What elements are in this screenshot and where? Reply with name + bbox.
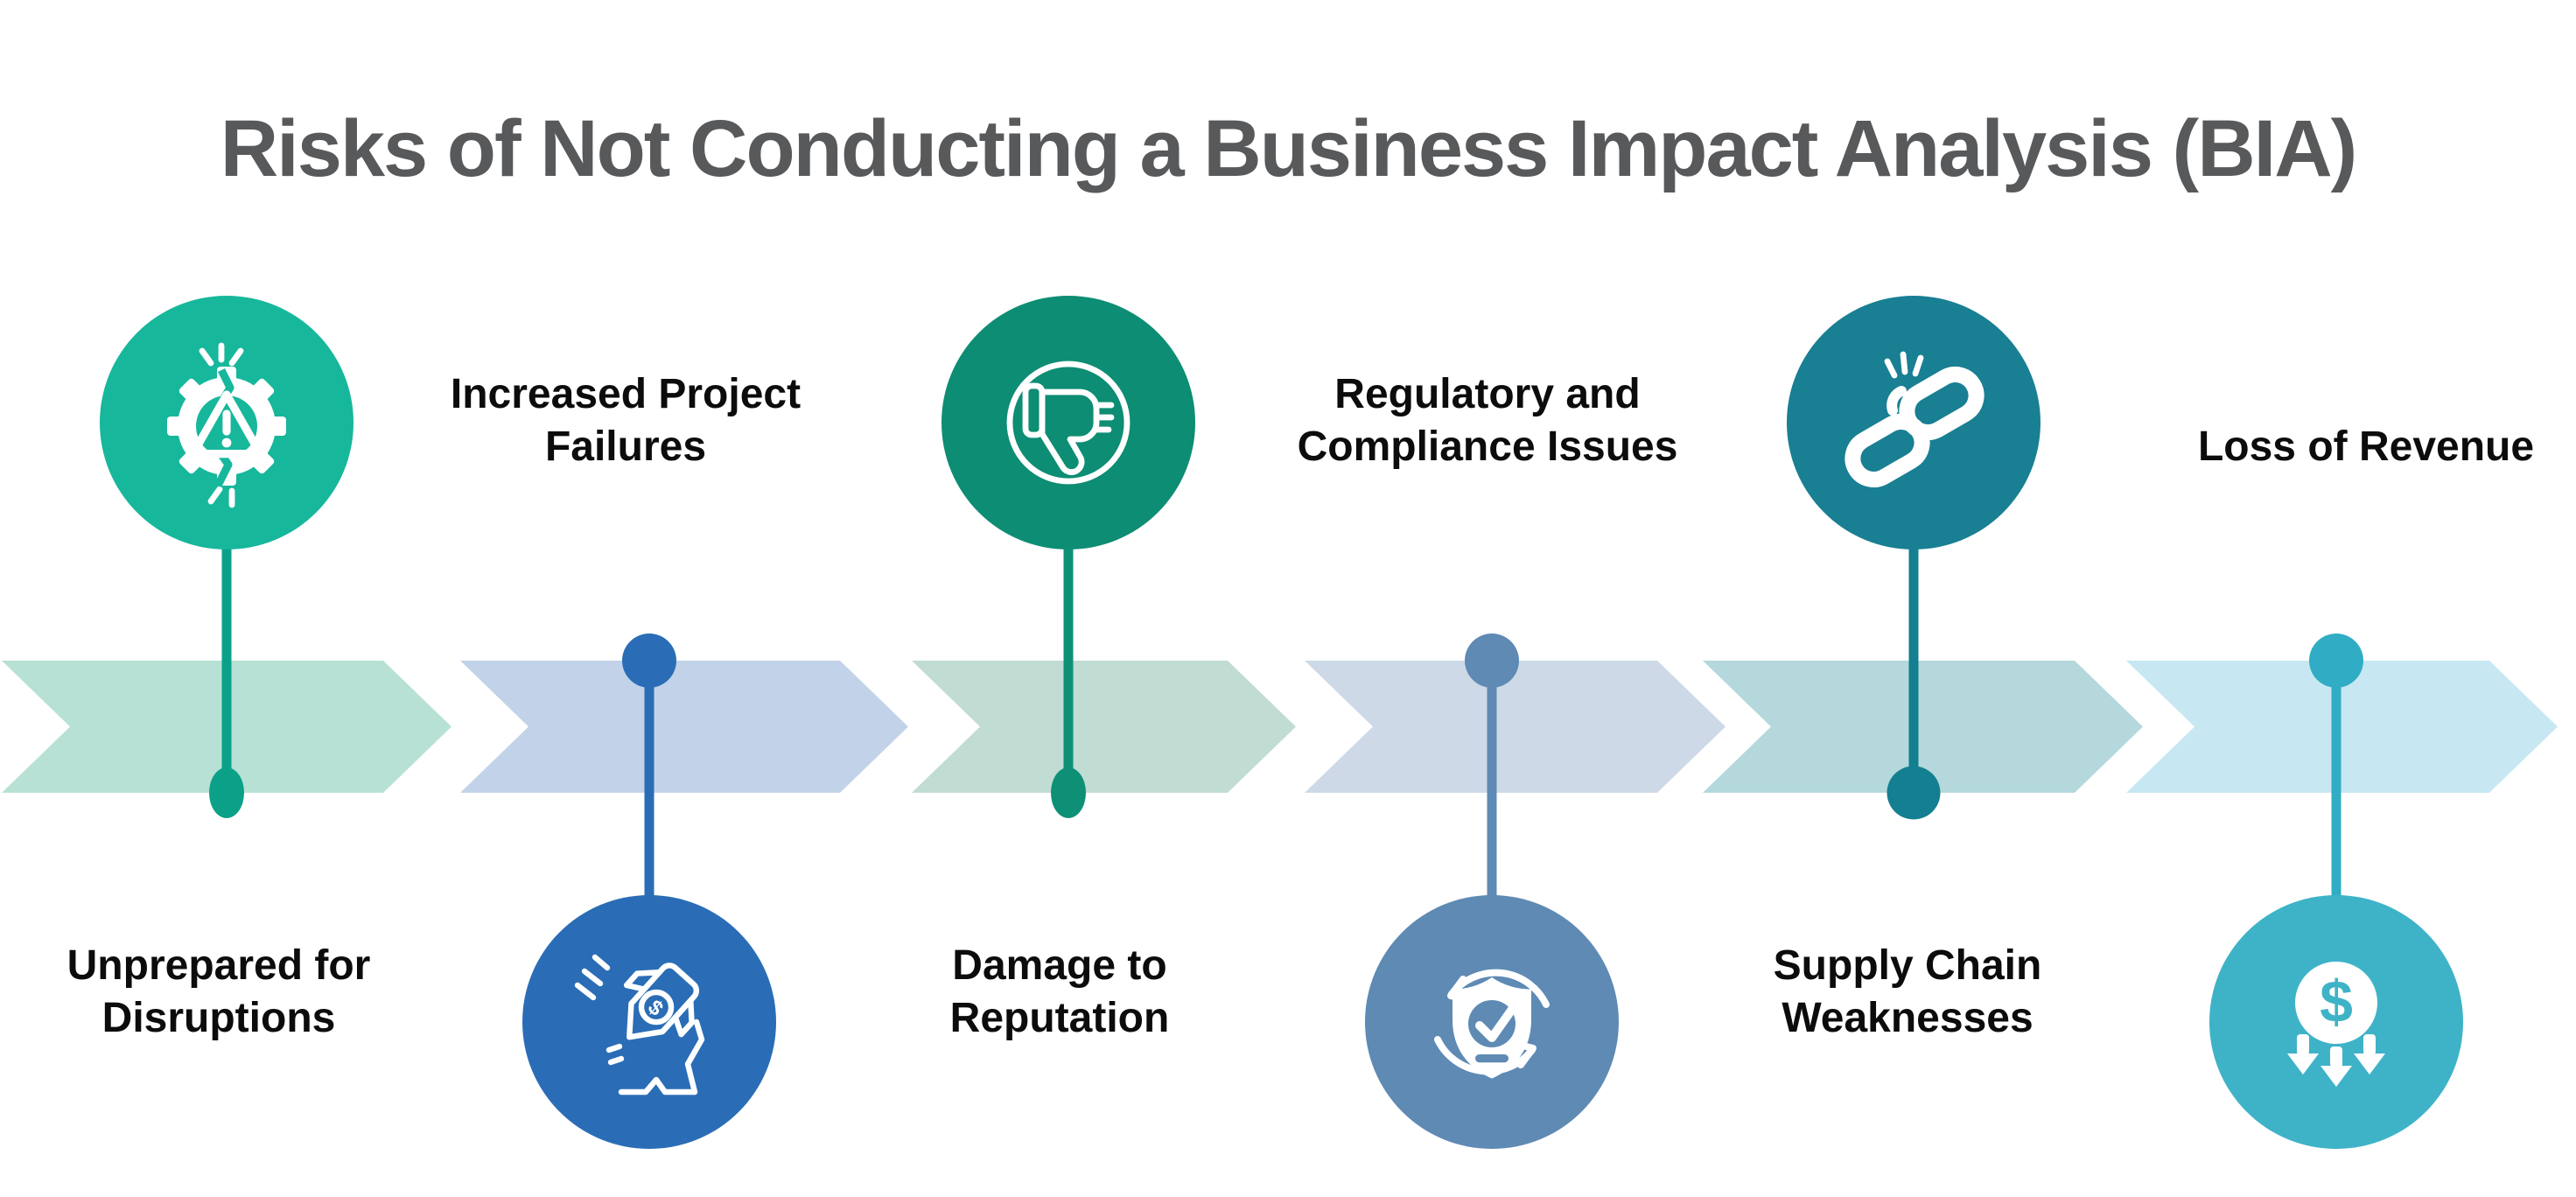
warning-triangle [192,390,261,458]
item-label-loss-of-revenue: Loss of Revenue [2197,424,2535,470]
icon-outline-ring [1006,360,1130,485]
thumbs-down-icon [1006,360,1130,485]
money-loss-down-arrows-icon: $ [2287,962,2385,1087]
risk-circle-3 [942,296,1195,550]
connector-stems [221,423,2342,1022]
connector-stem-6 [2331,661,2342,1022]
chevron-arrow-4 [1305,661,1726,793]
shield-check-refresh-icon [1434,969,1550,1079]
item-label-damage-to-reputation: Damage to Reputation [949,942,1170,1041]
connector-stem-1 [221,423,232,793]
connector-stem-4 [1487,661,1497,1022]
connector-dot-1 [209,767,244,818]
coin-circle [2295,962,2377,1044]
item-label-increased-project-failures: Increased Project Failures [450,371,802,470]
chain-links [1844,367,1984,487]
connector-dots [209,634,2363,820]
connector-stem-2 [644,661,654,1022]
spark-lines [1884,351,1924,379]
broken-link-fragment [1886,386,1907,416]
broken-gear-warning-icon [167,342,286,508]
chevron-arrow-5 [1703,661,2143,793]
connector-stem-3 [1063,423,1074,793]
page-title: Risks of Not Conducting a Business Impac… [220,103,2358,193]
timeline-band [2,661,2558,793]
check-mark [1475,998,1522,1042]
item-label-supply-chain-weaknesses: Supply Chain Weaknesses [1773,942,2042,1041]
ground-line [618,1076,698,1096]
motion-lines [574,954,611,1001]
dollar-sign: $ [2320,969,2353,1035]
chevron-arrow-3 [912,661,1296,793]
connector-stem-5 [1908,423,1919,793]
check-circle [1468,1000,1516,1047]
chevron-arrow-2 [460,661,908,793]
down-arrows [2287,1034,2385,1087]
connector-dot-5 [1886,766,1941,820]
item-label-regulatory-compliance-issues: Regulatory and Compliance Issues [1297,371,1678,470]
exclamation-dot [221,438,232,448]
connector-dot-3 [1051,767,1086,818]
impact-lines [606,1043,625,1066]
connector-dot-4 [1465,634,1519,688]
item-label-unprepared-for-disruptions: Unprepared for Disruptions [66,942,371,1041]
spark-lines [199,342,244,508]
connector-dot-6 [2309,634,2363,688]
connector-dot-2 [622,634,676,688]
shield-underline [1475,1054,1508,1063]
crash-crack-line [684,1018,705,1096]
chevron-arrow-6 [2126,661,2558,793]
broken-chain-icon [1844,351,1984,487]
